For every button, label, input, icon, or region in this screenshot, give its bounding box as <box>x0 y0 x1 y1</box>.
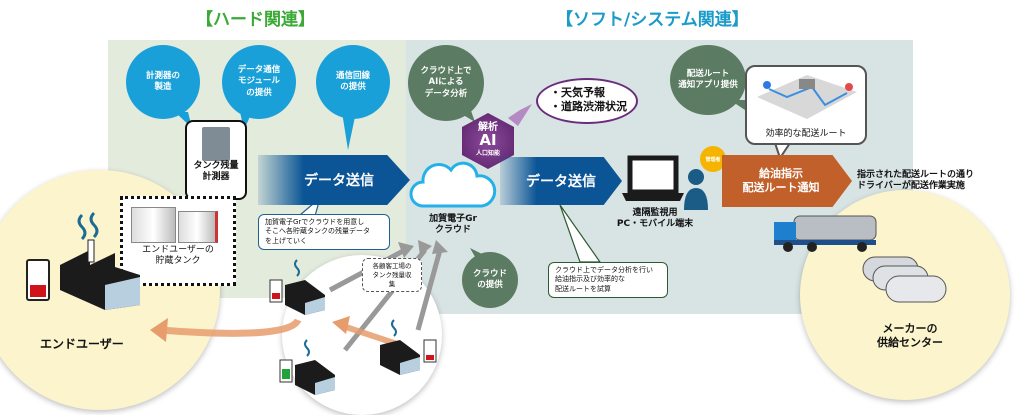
bubble-data-module: データ通信 モジュール の提供 <box>222 45 296 119</box>
meter-callout: タンク残量 計測器 <box>185 120 247 200</box>
refuel-notify-arrow: 給油指示 配送ルート通知 <box>722 155 852 207</box>
storage-tank-icon <box>123 199 233 243</box>
tank-box: エンドユーザーの 貯蔵タンク <box>120 196 236 286</box>
storage-cylinders-icon <box>862 256 947 303</box>
tank-label: エンドユーザーの 貯蔵タンク <box>142 245 214 267</box>
data-send-label-1: データ送信 <box>304 173 374 189</box>
traffic-item: ・道路渋滞状況 <box>550 100 627 114</box>
cloud-icon <box>409 161 497 208</box>
refuel-notify-label: 給油指示 配送ルート通知 <box>742 166 820 194</box>
bubble-ai-analysis: クラウド上で AIによる データ分析 <box>408 45 484 121</box>
admin-badge: 管理者 <box>700 146 726 172</box>
ai-main-label: AI <box>479 131 497 149</box>
cloud-label: 加賀電子Gr クラウド <box>429 214 477 236</box>
bubble-cloud-provide: クラウド の提供 <box>462 252 518 308</box>
collect-note: 各顧客工場の タンク残量収 集 <box>362 258 422 293</box>
maker-label: メーカーの 供給センター <box>877 322 943 349</box>
driver-text: 指示された配送ルートの通り ドライバーが配送作業実施 <box>857 170 975 192</box>
bubble-network-line: 通信回線 の提供 <box>316 45 390 119</box>
map-callout: 効率的な配送ルート <box>745 65 867 145</box>
weather-item: ・天気予報 <box>550 86 605 99</box>
end-user-label: エンドユーザー <box>40 337 124 351</box>
tanker-truck-icon <box>774 215 877 252</box>
tank-meter-icon <box>202 127 230 161</box>
ai-sub-label: 人口知能 <box>475 150 500 157</box>
soft-heading: 【ソフト/システム関連】 <box>556 10 749 30</box>
bubble-meter-manufacture: 計測器の 製造 <box>126 45 200 119</box>
note-cloud-upload: 加賀電子Grでクラウドを用意し そこへ各貯蔵タンクの残量データ を上げていく <box>258 214 390 251</box>
laptop-admin-icon <box>622 155 708 210</box>
note-analysis: クラウド上でデータ分析を行い 給油指示及び効率的な 配送ルートを試算 <box>548 262 668 299</box>
route-map-icon <box>757 75 857 119</box>
hard-heading: 【ハード関連】 <box>196 10 315 30</box>
meter-label: タンク残量 計測器 <box>193 161 239 183</box>
customer-factories-icon <box>269 259 437 395</box>
bubble-app-provide: 配送ルート 通知アプリ提供 <box>670 45 746 115</box>
ai-top-label: 解析 <box>478 122 498 133</box>
weather-traffic-ellipse: ・天気予報 ・道路渋滞状況 <box>536 78 638 124</box>
map-label: 効率的な配送ルート <box>765 129 847 139</box>
data-send-arrow-2: データ送信 <box>500 157 622 205</box>
pc-label: 遠隔監視用 PC・モバイル端末 <box>616 208 694 230</box>
data-send-arrow-1: データ送信 <box>258 155 410 205</box>
data-send-label-2: データ送信 <box>526 174 596 190</box>
factory-icon <box>26 211 140 310</box>
